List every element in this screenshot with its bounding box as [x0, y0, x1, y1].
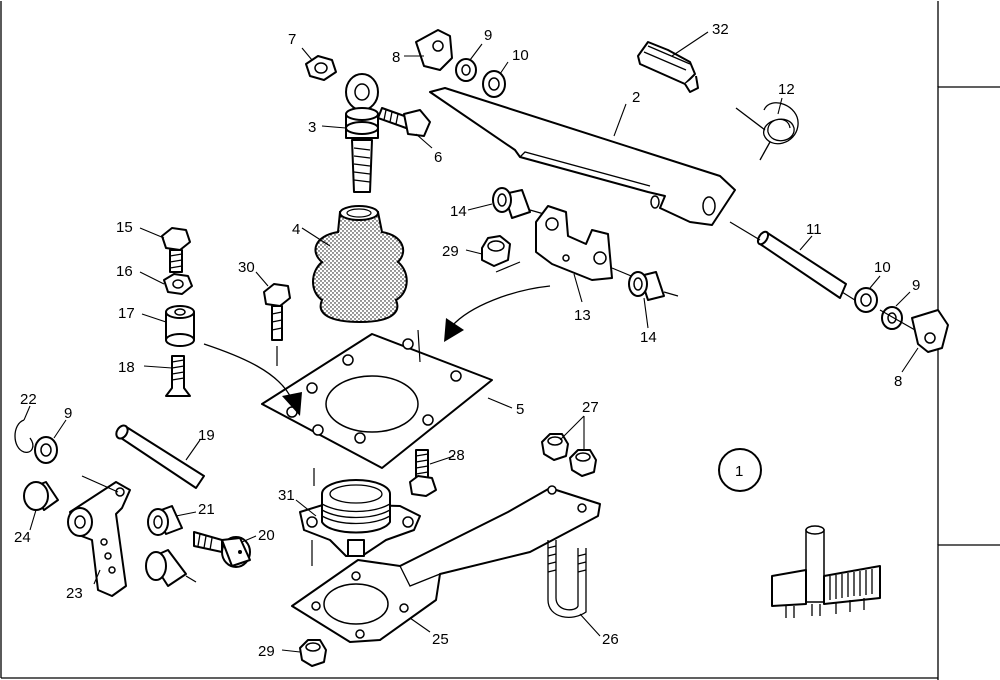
callout-10-top: 10 — [512, 47, 529, 64]
part-30-bolt — [263, 283, 291, 366]
part-32-switch — [637, 41, 699, 93]
part-27-nut-a — [541, 433, 569, 461]
part-12-spring — [735, 102, 799, 161]
callout-13: 13 — [574, 307, 591, 324]
part-20-pin — [193, 531, 251, 568]
assembly-arrow-left — [203, 343, 302, 416]
part-9-washer-top — [455, 58, 477, 82]
callout-labels: 1 2 3 4 5 6 7 8 8 9 9 9 10 10 11 12 13 1… — [14, 21, 920, 660]
callout-10-right: 10 — [874, 259, 891, 276]
callout-14-top: 14 — [450, 203, 467, 220]
part-9-washer-left — [34, 436, 58, 464]
part-14-bushing-right — [628, 271, 679, 301]
callout-30: 30 — [238, 259, 255, 276]
spacer-lower — [145, 549, 197, 587]
assembly-arrow-right — [444, 285, 551, 342]
callout-29-bottom: 29 — [258, 643, 275, 660]
part-10-washer-right — [854, 287, 878, 313]
part-21-bushing — [147, 505, 183, 536]
part-7-nut — [305, 55, 337, 81]
tractor-shift-lever-icon — [771, 525, 881, 618]
part-14-bushing-top — [492, 187, 545, 219]
callout-7: 7 — [288, 31, 296, 48]
callout-9-top: 9 — [484, 27, 492, 44]
part-8-clip-right — [879, 309, 949, 353]
callout-16: 16 — [116, 263, 133, 280]
part-4-rubber-boot — [312, 205, 408, 324]
part-22-circlip — [14, 419, 34, 453]
part-17-spacer — [165, 305, 195, 347]
part-24-bushing — [23, 481, 59, 511]
callout-24: 24 — [14, 529, 31, 546]
callout-9-left: 9 — [64, 405, 72, 422]
callout-1: 1 — [735, 463, 743, 480]
callout-32: 32 — [712, 21, 729, 38]
part-29-nut-top — [481, 235, 521, 273]
callout-23: 23 — [66, 585, 83, 602]
part-16-nut — [163, 273, 193, 295]
part-9-washer-right — [881, 306, 903, 330]
callout-19: 19 — [198, 427, 215, 444]
part-25-base-bracket — [291, 485, 601, 643]
callout-26: 26 — [602, 631, 619, 648]
callout-20: 20 — [258, 527, 275, 544]
part-31-housing — [299, 479, 421, 557]
leader-lines — [23, 31, 919, 653]
callout-15: 15 — [116, 219, 133, 236]
part-29-nut-bottom — [299, 639, 327, 667]
part-5-mounting-plate — [261, 329, 493, 486]
callout-11: 11 — [806, 221, 822, 238]
callout-29-top: 29 — [442, 243, 459, 260]
callout-21: 21 — [198, 501, 215, 518]
part-19-rod — [115, 424, 205, 489]
callout-3: 3 — [308, 119, 316, 136]
callout-27: 27 — [582, 399, 599, 416]
callout-28: 28 — [448, 447, 465, 464]
part-6-bolt — [377, 107, 431, 137]
callout-9-right: 9 — [912, 277, 920, 294]
callout-5: 5 — [516, 401, 524, 418]
callout-8-top: 8 — [392, 49, 400, 66]
part-8-clip-top — [415, 29, 453, 71]
view-marker-circle — [718, 448, 762, 492]
callout-2: 2 — [632, 89, 640, 106]
callout-31: 31 — [278, 487, 295, 504]
part-3-eye-bolt — [345, 73, 379, 193]
callout-25: 25 — [432, 631, 449, 648]
part-13-bracket — [535, 205, 637, 281]
part-26-u-bolt — [547, 540, 587, 618]
part-27-nut-b — [569, 449, 597, 477]
callout-18: 18 — [118, 359, 135, 376]
part-10-washer-top — [482, 70, 506, 98]
callout-22: 22 — [20, 391, 37, 408]
callout-4: 4 — [292, 221, 300, 238]
callout-17: 17 — [118, 305, 135, 322]
part-2-lever-bracket — [429, 87, 736, 226]
callout-12: 12 — [778, 81, 795, 98]
part-15-bolt — [161, 227, 191, 273]
part-28-bolt — [409, 449, 437, 497]
part-18-screw — [165, 355, 191, 397]
callout-6: 6 — [434, 149, 442, 166]
part-11-pin — [729, 221, 859, 303]
part-23-lever — [67, 475, 131, 597]
callout-14-right: 14 — [640, 329, 657, 346]
callout-8-right: 8 — [894, 373, 902, 390]
